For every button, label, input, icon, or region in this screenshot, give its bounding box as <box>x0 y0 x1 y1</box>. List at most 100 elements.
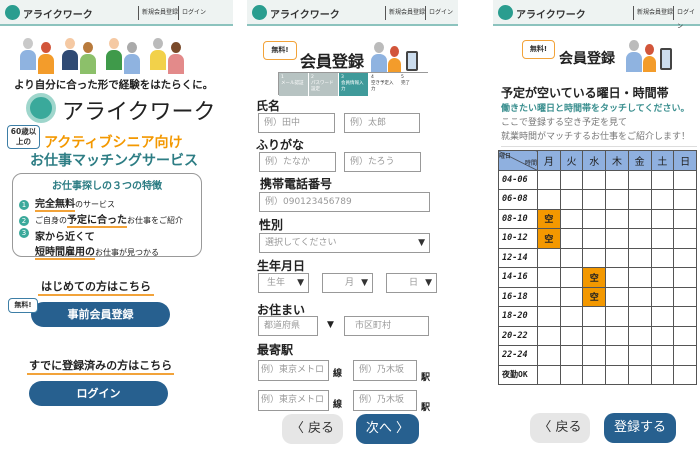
back-button[interactable]: 〈 戻る <box>530 413 590 443</box>
slot-cell[interactable] <box>627 189 652 210</box>
slot-cell[interactable] <box>582 345 607 366</box>
slot-cell[interactable] <box>627 247 652 268</box>
slot-cell[interactable] <box>650 364 675 385</box>
logo-text[interactable]: アライクワーク <box>516 10 586 21</box>
slot-cell[interactable] <box>627 267 652 288</box>
slot-cell[interactable] <box>673 247 697 268</box>
slot-cell[interactable] <box>673 306 697 327</box>
slot-cell[interactable] <box>582 208 607 229</box>
nav-login[interactable]: ログイン <box>673 6 700 30</box>
slot-cell[interactable] <box>582 189 607 210</box>
slot-cell[interactable] <box>673 364 697 385</box>
last-kana-input[interactable]: 例）たなか <box>259 152 336 172</box>
birth-year-select[interactable]: 生年▼ <box>258 273 309 293</box>
slot-cell[interactable] <box>537 247 561 268</box>
slot-cell[interactable] <box>605 325 629 346</box>
slot-cell[interactable] <box>627 345 652 366</box>
slot-cell[interactable] <box>650 189 675 210</box>
slot-cell[interactable] <box>627 364 652 385</box>
station-input-1[interactable]: 例）乃木坂 <box>353 360 417 381</box>
nav-login[interactable]: ログイン <box>178 6 206 20</box>
slot-cell[interactable] <box>559 286 584 307</box>
slot-cell[interactable] <box>605 169 629 190</box>
slot-cell[interactable] <box>559 325 584 346</box>
slot-cell[interactable] <box>673 189 697 210</box>
slot-cell[interactable] <box>559 228 584 249</box>
slot-cell[interactable] <box>559 267 584 288</box>
logo-text[interactable]: アライクワーク <box>23 10 93 21</box>
slot-cell-available[interactable]: 空 <box>582 267 607 288</box>
slot-cell[interactable] <box>605 189 629 210</box>
station-input-2[interactable]: 例）乃木坂 <box>353 390 417 411</box>
slot-cell[interactable] <box>627 306 652 327</box>
slot-cell[interactable] <box>627 325 652 346</box>
slot-cell-available[interactable]: 空 <box>582 286 607 307</box>
slot-cell[interactable] <box>673 228 697 249</box>
slot-cell[interactable] <box>559 345 584 366</box>
slot-cell[interactable] <box>537 189 561 210</box>
slot-cell[interactable] <box>673 325 697 346</box>
prefecture-select[interactable]: 都道府県 <box>258 316 318 336</box>
slot-cell[interactable] <box>559 208 584 229</box>
dropdown-arrow-icon[interactable]: ▼ <box>327 320 334 330</box>
slot-cell[interactable] <box>605 247 629 268</box>
nav-login[interactable]: ログイン <box>425 6 453 20</box>
nav-register[interactable]: 新規会員登録 <box>385 6 425 20</box>
slot-cell[interactable] <box>650 345 675 366</box>
logo-text[interactable]: アライクワーク <box>270 10 340 21</box>
slot-cell[interactable] <box>559 169 584 190</box>
gender-select[interactable]: 選択してください▼ <box>259 233 430 253</box>
slot-cell[interactable] <box>673 345 697 366</box>
slot-cell[interactable] <box>673 286 697 307</box>
slot-cell[interactable] <box>537 306 561 327</box>
slot-cell[interactable] <box>582 306 607 327</box>
slot-cell[interactable] <box>605 345 629 366</box>
slot-cell[interactable] <box>650 169 675 190</box>
slot-cell[interactable] <box>650 286 675 307</box>
slot-cell[interactable] <box>650 208 675 229</box>
slot-cell[interactable] <box>627 228 652 249</box>
line-input-2[interactable]: 例）東京メトロ <box>258 390 329 411</box>
nav-register[interactable]: 新規会員登録 <box>633 6 673 20</box>
slot-cell[interactable] <box>627 286 652 307</box>
slot-cell[interactable] <box>673 267 697 288</box>
phone-input[interactable]: 例）090123456789 <box>259 192 430 212</box>
nav-register[interactable]: 新規会員登録 <box>138 6 178 20</box>
slot-cell[interactable] <box>605 286 629 307</box>
city-input[interactable]: 市区町村 <box>344 316 429 336</box>
submit-button[interactable]: 登録する <box>604 413 676 443</box>
slot-cell[interactable] <box>650 247 675 268</box>
slot-cell[interactable] <box>605 208 629 229</box>
slot-cell[interactable] <box>650 325 675 346</box>
slot-cell[interactable] <box>582 247 607 268</box>
slot-cell[interactable] <box>537 169 561 190</box>
slot-cell-available[interactable]: 空 <box>537 228 561 249</box>
slot-cell[interactable] <box>605 267 629 288</box>
slot-cell[interactable] <box>605 306 629 327</box>
slot-cell[interactable] <box>650 306 675 327</box>
birth-day-select[interactable]: 日▼ <box>386 273 437 293</box>
slot-cell[interactable] <box>537 364 561 385</box>
slot-cell[interactable] <box>582 169 607 190</box>
slot-cell[interactable] <box>559 247 584 268</box>
slot-cell[interactable] <box>627 208 652 229</box>
slot-cell[interactable] <box>537 267 561 288</box>
slot-cell[interactable] <box>559 306 584 327</box>
slot-cell[interactable] <box>650 228 675 249</box>
next-button[interactable]: 次へ 〉 <box>356 414 419 444</box>
slot-cell[interactable] <box>537 325 561 346</box>
first-kana-input[interactable]: 例）たろう <box>344 152 421 172</box>
line-input-1[interactable]: 例）東京メトロ <box>258 360 329 381</box>
birth-month-select[interactable]: 月▼ <box>322 273 373 293</box>
slot-cell[interactable] <box>582 325 607 346</box>
last-name-input[interactable]: 例）田中 <box>258 113 335 133</box>
slot-cell[interactable] <box>537 345 561 366</box>
slot-cell-available[interactable]: 空 <box>537 208 561 229</box>
slot-cell[interactable] <box>582 364 607 385</box>
slot-cell[interactable] <box>673 169 697 190</box>
slot-cell[interactable] <box>650 267 675 288</box>
slot-cell[interactable] <box>627 169 652 190</box>
back-button[interactable]: 〈 戻る <box>282 414 343 444</box>
login-button[interactable]: ログイン <box>29 381 168 406</box>
slot-cell[interactable] <box>673 208 697 229</box>
